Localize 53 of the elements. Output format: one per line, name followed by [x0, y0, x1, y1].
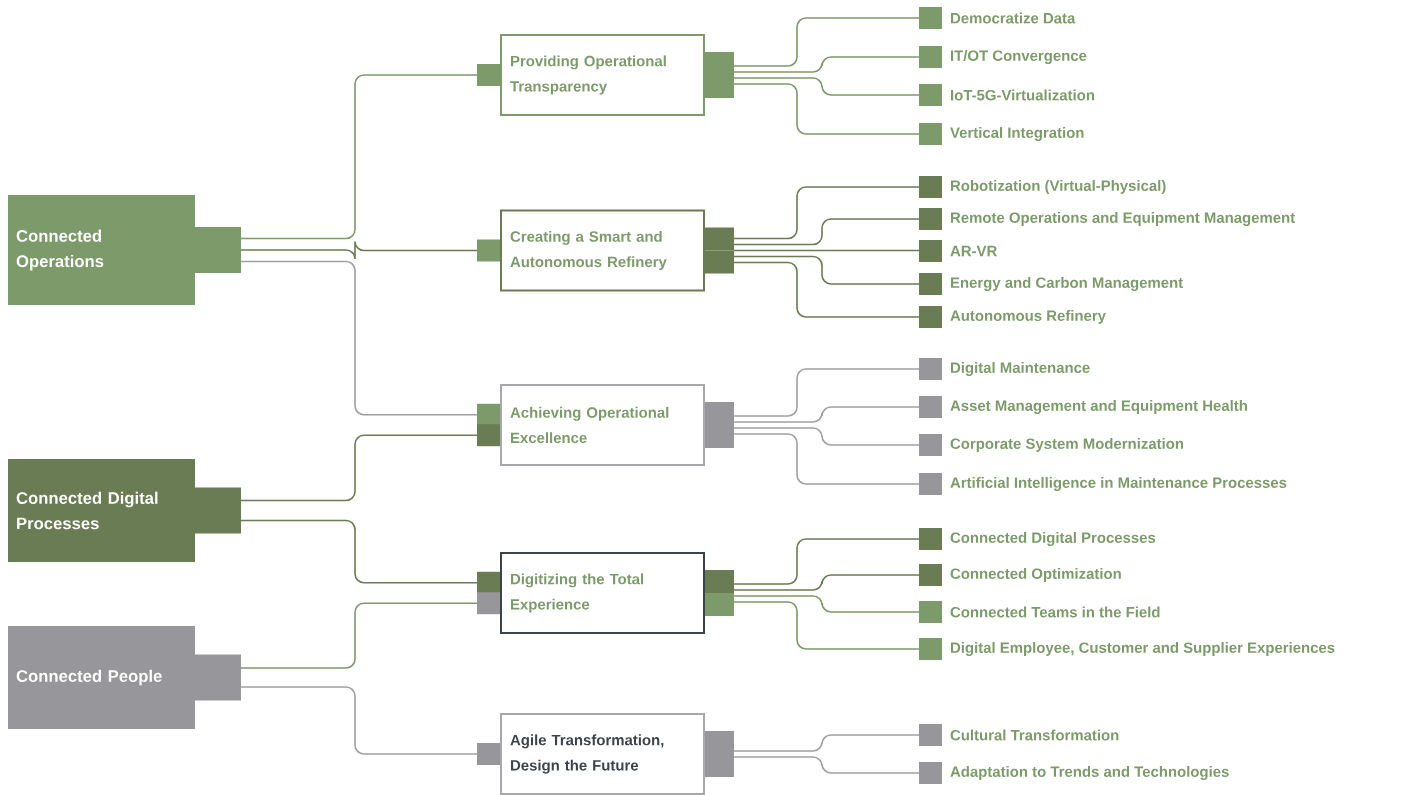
process-box: Achieving Operational Excellence — [477, 384, 734, 466]
item-label: Corporate System Modernization — [950, 438, 1184, 452]
connector-line — [733, 756, 920, 774]
category-block: Connected People — [8, 626, 241, 729]
item-label: Adaptation to Trends and Technologies — [950, 766, 1229, 780]
item-label: Autonomous Refinery — [950, 310, 1106, 324]
connector-line — [733, 538, 920, 585]
connector-line — [733, 368, 920, 417]
item-label: Robotization (Virtual-Physical) — [951, 180, 1166, 194]
connector-line — [733, 186, 920, 240]
connector-line — [240, 240, 478, 260]
connector-line — [733, 255, 920, 285]
item-label: Cultural Transformation — [950, 729, 1119, 741]
item-label: Connected Digital Processes — [950, 532, 1156, 546]
process-box: Digitizing the Total Experience — [477, 552, 734, 634]
connector-line — [240, 74, 478, 240]
connector-line — [733, 56, 920, 73]
item-label: Artificial Intelligence in Maintenance Processes — [950, 477, 1287, 491]
item-label: IT/OT Convergence — [951, 50, 1087, 64]
connector-line — [240, 434, 478, 502]
connector-line — [733, 734, 920, 752]
connector-line — [733, 574, 920, 591]
item-label: Digital Employee, Customer and Supplier Experiences — [951, 642, 1335, 656]
process-box: Providing Operational Transparency — [477, 34, 734, 116]
connector-line — [733, 406, 920, 423]
item-label: Energy and Carbon Management — [951, 277, 1183, 291]
item-label: Democratize Data — [951, 12, 1076, 24]
item-label: Connected Optimization — [950, 568, 1121, 582]
item-label: AR-VR — [950, 245, 997, 257]
process-box: Creating a Smart and Autonomous Refinery — [477, 209, 734, 292]
item-label: Vertical Integration — [950, 127, 1084, 141]
connector-line — [733, 427, 920, 446]
connector-line — [733, 601, 920, 650]
connector-line — [733, 83, 920, 135]
connector-line — [240, 686, 478, 755]
connector-line — [240, 602, 478, 669]
connector-line — [733, 218, 920, 246]
connector-line — [733, 249, 920, 252]
item-label: Digital Maintenance — [951, 362, 1090, 376]
category-block: Connected Digital Processes — [8, 459, 241, 562]
connector-line — [240, 260, 478, 416]
item-label: Remote Operations and Equipment Management — [951, 212, 1295, 226]
item-label: IoT-5G-Virtualization — [951, 89, 1094, 101]
item-label: Connected Teams in the Field — [950, 606, 1160, 618]
connector-line — [733, 433, 920, 485]
connector-line — [240, 519, 478, 584]
connector-line — [733, 17, 920, 67]
connector-line — [733, 595, 920, 613]
item-label: Asset Management and Equipment Health — [950, 400, 1247, 414]
connector-line — [733, 77, 920, 96]
category-block: Connected Operations — [8, 195, 241, 305]
connector-line — [733, 261, 920, 318]
process-box: Agile Transformation, Design the Future — [477, 713, 734, 795]
